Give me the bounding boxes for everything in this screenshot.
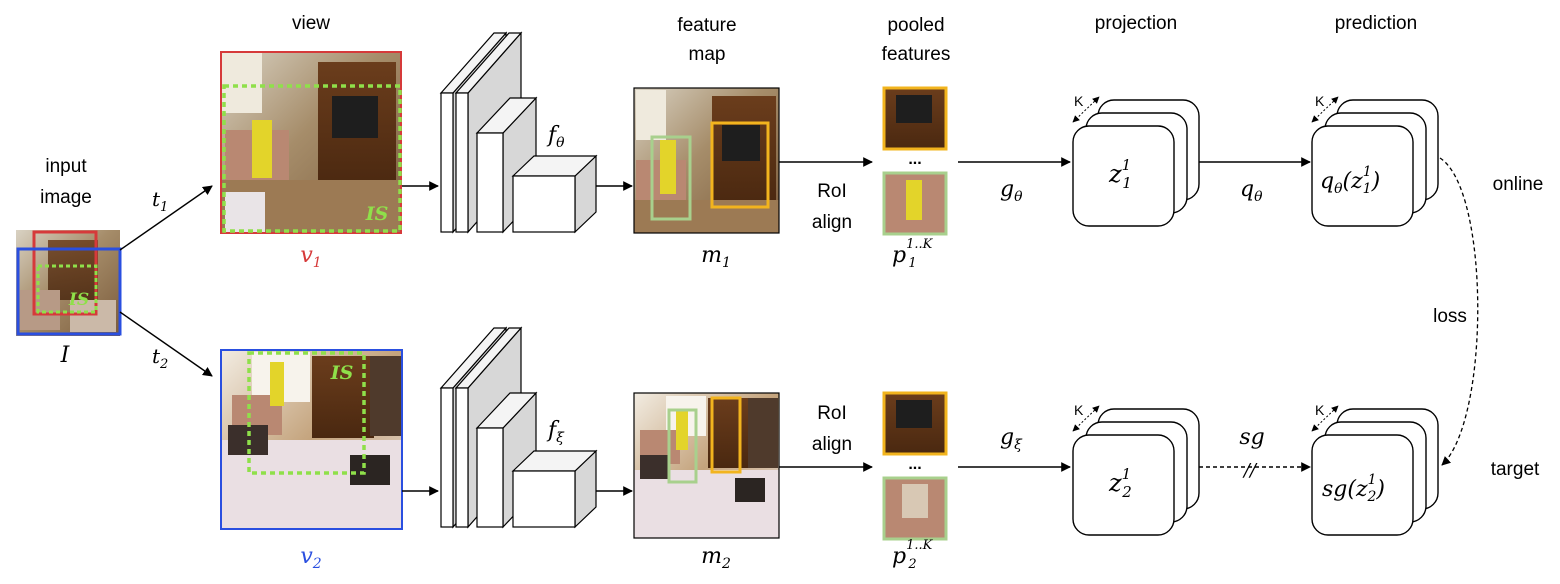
header-prediction: prediction	[1335, 13, 1417, 34]
view2-is-box	[247, 351, 366, 475]
roi-align-top-line1: RoI	[817, 181, 847, 202]
g-xi-label: gξ	[1000, 425, 1023, 453]
q-theta-label: qθ	[1240, 177, 1263, 205]
m2-roi-green	[667, 408, 698, 484]
sg-label: sg	[1239, 425, 1264, 450]
input-is-box	[36, 264, 98, 314]
m1-label: m1	[701, 243, 731, 271]
view2-border	[220, 349, 403, 530]
input-symbol: I	[60, 343, 71, 368]
stop-gradient-mark: //	[1242, 460, 1258, 481]
input-is-label: IS	[68, 290, 89, 310]
roi-align-top-line2: align	[812, 212, 852, 233]
prediction-online-stack	[1311, 99, 1439, 227]
pooled-online-ellipsis: ...	[908, 151, 921, 168]
pooled-online-yellow	[882, 86, 948, 151]
input-caption-line2: image	[40, 187, 92, 208]
t2-label: t2	[152, 344, 168, 372]
pooled-features-target	[882, 391, 948, 541]
header-view: view	[292, 13, 330, 34]
view1-is-label: IS	[365, 203, 389, 225]
m2-roi-yellow	[710, 396, 742, 474]
view2-is-label: IS	[330, 362, 354, 384]
encoder-target	[439, 326, 598, 529]
f-theta-label: fθ	[546, 123, 565, 151]
g-theta-label: gθ	[1000, 177, 1023, 205]
feature-map-2	[633, 392, 780, 539]
m2-label: m2	[701, 544, 731, 572]
input-image: IS	[16, 230, 122, 336]
f-xi-label: fξ	[546, 418, 565, 446]
view1-border	[220, 51, 402, 234]
header-feature-map-line1: feature	[677, 15, 736, 36]
t1-label: t1	[152, 187, 168, 215]
projection-online-k: K	[1074, 93, 1084, 109]
projection-target-k: K	[1074, 402, 1084, 418]
v1-label: v1	[300, 243, 321, 271]
arrow-input-to-v1	[119, 185, 213, 251]
target-label: target	[1491, 459, 1540, 480]
online-label: online	[1493, 174, 1544, 195]
pooled-target-ellipsis: ...	[908, 456, 921, 473]
prediction-target-k: K	[1315, 402, 1325, 418]
roi-align-bottom-line1: RoI	[817, 403, 847, 424]
header-projection: projection	[1095, 13, 1177, 34]
feature-map-1	[633, 87, 780, 234]
input-caption-line1: input	[45, 156, 87, 177]
projection-online-stack	[1072, 99, 1200, 227]
arrow-input-to-v2	[119, 311, 213, 377]
pooled-features-online	[882, 86, 948, 236]
encoder-online	[439, 31, 598, 234]
v2-label: v2	[300, 544, 321, 572]
pooled-online-green	[882, 171, 948, 236]
roi-align-bottom-line2: align	[812, 434, 852, 455]
view2-image: IS	[220, 349, 403, 530]
input-view2-box	[16, 247, 122, 336]
header-feature-map-line2: map	[689, 44, 726, 65]
loss-label: loss	[1433, 306, 1467, 327]
prediction-target-stack	[1311, 408, 1439, 536]
m1-roi-green	[650, 135, 692, 221]
prediction-online-k: K	[1315, 93, 1325, 109]
header-pooled-line2: features	[882, 44, 951, 65]
view1-image: IS	[220, 51, 402, 234]
view1-is-box	[222, 84, 402, 233]
m1-roi-yellow	[710, 121, 770, 209]
header-pooled-line1: pooled	[887, 15, 944, 36]
loss-connector	[1439, 157, 1479, 466]
projection-target-stack	[1072, 408, 1200, 536]
pooled-target-green	[882, 476, 948, 541]
pooled-target-yellow	[882, 391, 948, 456]
